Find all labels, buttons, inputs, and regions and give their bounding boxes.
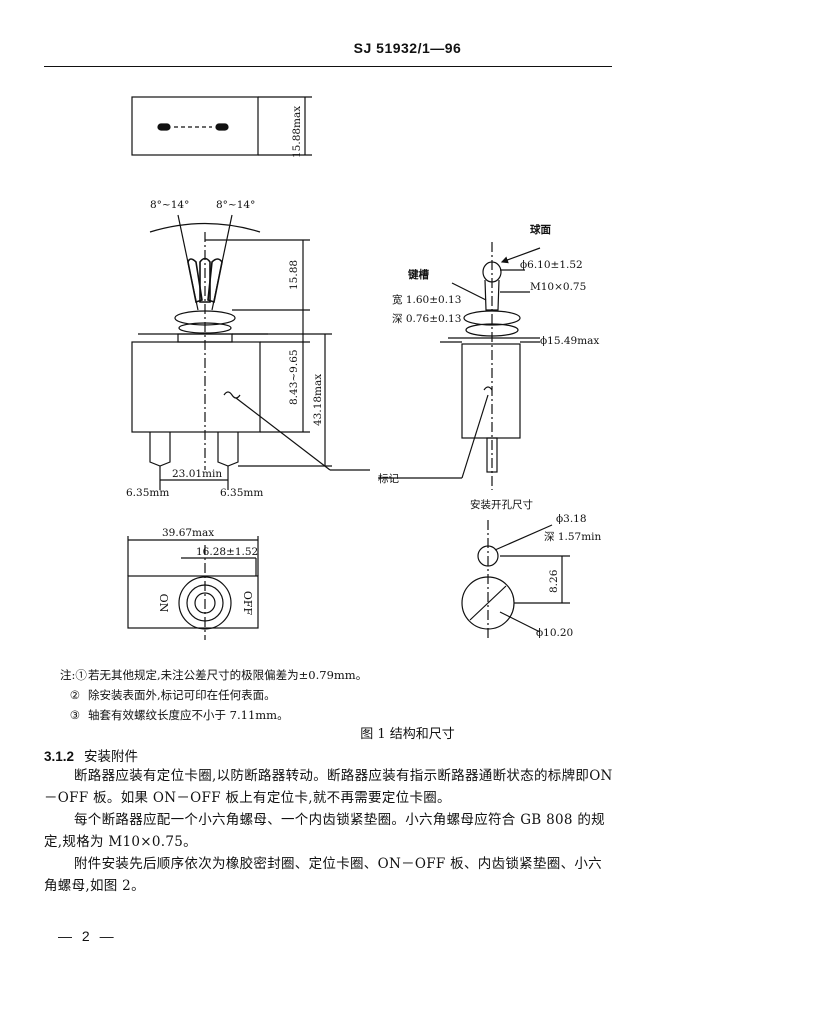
mount-spacing: 8.26 — [548, 569, 560, 593]
page-header: SJ 51932/1—96 — [353, 40, 462, 56]
mount-small-depth: 深 1.57min — [544, 531, 602, 543]
plate-view-outline — [127, 575, 259, 629]
section-title: 安装附件 — [84, 749, 139, 765]
label-key-depth: 深 0.76±0.13 — [392, 313, 461, 325]
mount-big-dia: ϕ10.20 — [536, 627, 573, 639]
dim-terminal-right: 6.35mm — [220, 487, 263, 499]
paragraph-3: 附件安装先后顺序依次为橡胶密封圈、定位卡圈、ON－OFF 板、内齿锁紧垫圈、小六… — [44, 856, 602, 894]
plate-off-label: OFF — [241, 591, 254, 616]
mount-hole-title: 安装开孔尺寸 — [470, 498, 533, 511]
label-thread: M10×0.75 — [530, 281, 586, 293]
section-number: 3.1.2 — [44, 749, 75, 764]
label-sphere: 球面 — [530, 223, 551, 236]
dim-terminal-left: 6.35mm — [126, 487, 169, 499]
dim-terminal-span: 23.01min — [172, 468, 222, 480]
paragraph-2: 每个断路器应配一个小六角螺母、一个内齿锁紧垫圈。小六角螺母应符合 GB 808 … — [44, 812, 605, 850]
front-body-outline — [131, 341, 261, 433]
label-ball-dia: ϕ6.10±1.52 — [520, 259, 583, 271]
top-view-outline — [131, 96, 259, 156]
dim-angle-left: 8°~14° — [150, 199, 189, 211]
page-number: — 2 — — [58, 928, 117, 944]
plate-on-label: ON — [157, 594, 170, 613]
dim-overall-width: 39.67max — [162, 527, 214, 539]
header-rule — [44, 66, 612, 67]
side-body-outline — [461, 343, 521, 439]
label-marking: 标记 — [378, 473, 399, 485]
label-keyway: 键槽 — [407, 268, 429, 281]
dim-overall-height: 43.18max — [312, 374, 324, 426]
dim-body-range: 8.43~9.65 — [288, 349, 300, 405]
dim-top-height: 15.88max — [291, 106, 303, 158]
dim-toggle-height: 15.88 — [288, 260, 300, 290]
figure-caption: 图 1 结构和尺寸 — [360, 727, 455, 742]
note-1: 注:①若无其他规定,未注公差尺寸的极限偏差为±0.79mm。 — [60, 668, 368, 682]
mount-small-dia: ϕ3.18 — [556, 513, 587, 525]
section-heading: 3.1.2 安装附件 — [44, 745, 138, 765]
figure-1-drawing: 15.88max 8°~14° 8°~14° 15.88 8.43~9.65 4… — [126, 96, 602, 640]
label-bushing-dia: ϕ15.49max — [540, 335, 599, 347]
dim-offset: 16.28±1.52 — [196, 546, 258, 558]
dim-angle-right: 8°~14° — [216, 199, 255, 211]
label-key-width: 宽 1.60±0.13 — [392, 293, 461, 306]
paragraph-1: 断路器应装有定位卡圈,以防断路器转动。断路器应装有指示断路器通断状态的标牌即ON… — [44, 768, 613, 806]
